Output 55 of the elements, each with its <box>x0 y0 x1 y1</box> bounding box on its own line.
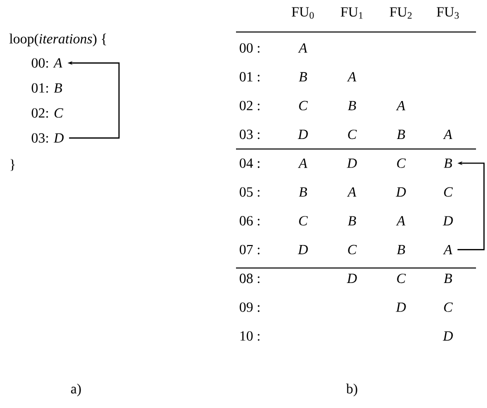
table-cell: C <box>397 158 406 168</box>
text: 08 : <box>240 274 260 284</box>
table-cell: A <box>442 130 452 140</box>
table-cell: B <box>444 274 452 283</box>
table-cell: D <box>442 216 453 226</box>
text: 04 : <box>240 158 260 168</box>
text: 02 : <box>240 100 260 110</box>
table-cell: C <box>397 274 406 284</box>
text: 07 : <box>240 244 260 254</box>
text: 09 : <box>240 302 260 312</box>
text: 00 : <box>240 43 260 53</box>
table-cell: C <box>444 187 453 197</box>
column-header: FU$_{3}$ <box>436 7 459 19</box>
table-cell: A <box>396 100 406 110</box>
code-line: 02: C <box>32 108 64 118</box>
table-cell: A <box>442 244 452 254</box>
column-header: FU$_{1}$ <box>340 7 363 19</box>
code-line: 01: B <box>32 83 62 93</box>
panel-label: a) <box>71 384 81 396</box>
table-cell: A <box>396 216 406 226</box>
column-header: FU$_{2}$ <box>390 7 412 19</box>
table-cell: C <box>348 244 357 254</box>
code-line: 00: A <box>32 58 62 68</box>
text: 01 : <box>240 72 260 82</box>
table-cell: C <box>348 130 357 140</box>
code-line: loop(iterations) { <box>9 34 106 46</box>
code-line: } <box>10 159 15 171</box>
text: 05 : <box>240 187 260 197</box>
table-cell: C <box>299 216 308 226</box>
table-cell: B <box>348 216 356 226</box>
table-cell: B <box>396 130 405 139</box>
code-line: 03: D <box>32 133 64 143</box>
text: 06 : <box>240 216 260 226</box>
table-cell: B <box>298 72 307 82</box>
panel-label: b) <box>346 384 358 396</box>
table-cell: D <box>346 274 357 283</box>
text: 10 : <box>240 331 260 341</box>
table-cell: D <box>396 302 406 312</box>
table-cell: D <box>298 245 308 254</box>
table-cell: B <box>298 187 307 197</box>
table-cell: A <box>298 158 308 168</box>
table-cell: D <box>346 158 357 168</box>
table-cell: A <box>298 43 308 53</box>
table-cell: D <box>396 187 406 197</box>
table-cell: A <box>346 72 356 82</box>
table-cell: B <box>444 158 452 168</box>
text: 03 : <box>240 130 260 140</box>
table-cell: B <box>348 101 356 110</box>
table-cell: D <box>298 130 308 139</box>
table-cell: B <box>396 245 405 254</box>
table-cell: A <box>346 187 356 197</box>
table-cell: D <box>442 331 453 341</box>
table-cell: C <box>299 100 308 110</box>
column-header: FU$_{0}$ <box>292 7 314 19</box>
table-cell: C <box>444 302 453 312</box>
